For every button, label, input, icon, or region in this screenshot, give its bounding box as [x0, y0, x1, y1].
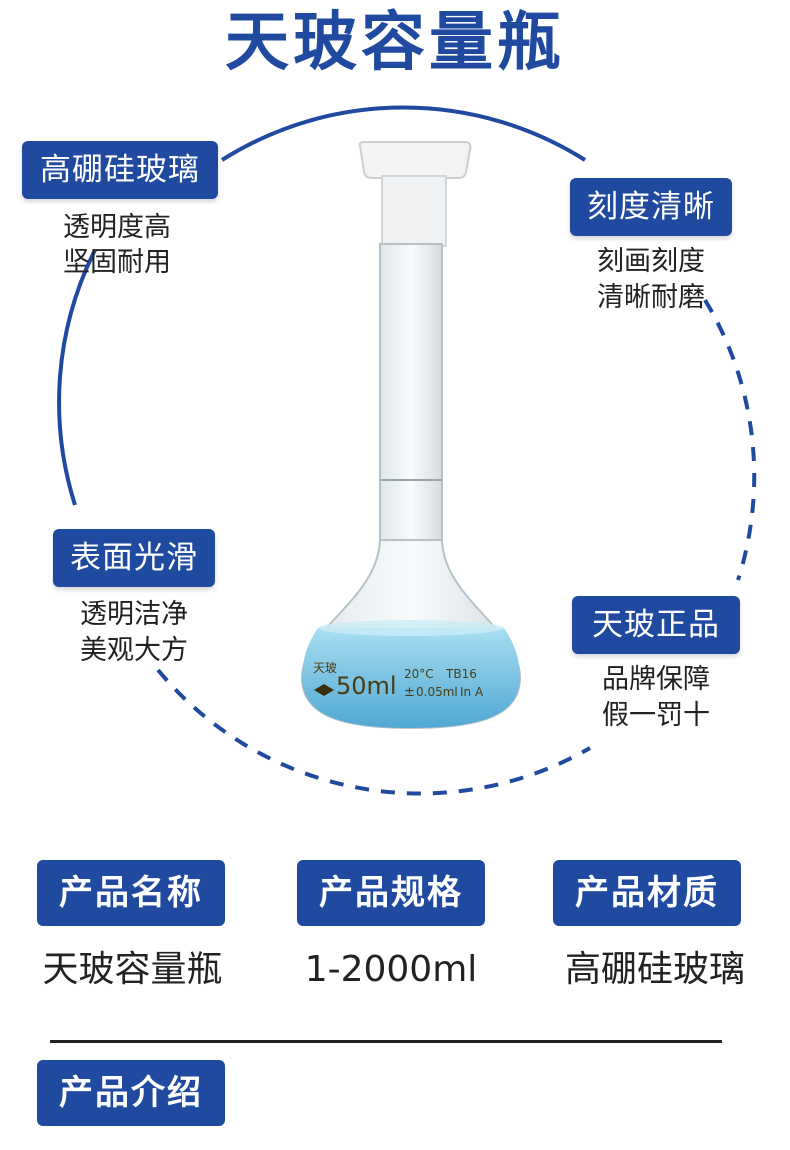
liquid	[302, 628, 520, 728]
flask-temp: 20°C	[404, 667, 434, 681]
flask-tolerance: 0.05ml	[416, 685, 458, 699]
feature-text-borosilicate-2: 坚固耐用	[63, 247, 171, 278]
spec-badge-size: 产品规格	[297, 860, 485, 926]
circle-arc-solid-left	[57, 249, 97, 506]
intro-badge: 产品介绍	[37, 1060, 225, 1126]
diamond-mark	[314, 684, 334, 696]
feature-text-genuine-2: 假一罚十	[602, 700, 710, 731]
spec-badge-material: 产品材质	[553, 860, 741, 926]
circle-arc-dashed-right	[703, 298, 757, 581]
feature-text-smooth-surface-2: 美观大方	[80, 635, 188, 666]
feature-text-genuine-1: 品牌保障	[602, 664, 710, 695]
flask-code: TB16	[445, 667, 477, 681]
circle-arc-dashed-bottom	[156, 668, 591, 796]
feature-badge-borosilicate: 高硼硅玻璃	[22, 141, 218, 199]
feature-text-clear-scale-2: 清晰耐磨	[597, 282, 705, 313]
flask-brand: 天玻	[313, 661, 337, 675]
spec-value-size: 1-2000ml	[304, 949, 478, 990]
spec-value-name: 天玻容量瓶	[42, 949, 223, 990]
feature-badge-clear-scale: 刻度清晰	[570, 178, 732, 236]
flask-volume: 50ml	[336, 672, 397, 700]
flask-plusminus: ±	[404, 685, 415, 700]
spec-value-material: 高硼硅玻璃	[564, 949, 745, 990]
circle-arc-solid-top	[220, 105, 587, 162]
feature-badge-genuine: 天玻正品	[572, 596, 740, 654]
page-title: 天玻容量瓶	[225, 5, 565, 80]
feature-text-borosilicate-1: 透明度高	[63, 212, 171, 243]
stopper	[358, 141, 472, 179]
flask-grade: In A	[460, 685, 484, 699]
feature-badge-smooth-surface: 表面光滑	[53, 529, 215, 587]
feature-text-clear-scale-1: 刻画刻度	[597, 246, 705, 277]
section-divider	[50, 1040, 722, 1043]
spec-badge-name: 产品名称	[37, 860, 225, 926]
feature-text-smooth-surface-1: 透明洁净	[80, 599, 188, 630]
